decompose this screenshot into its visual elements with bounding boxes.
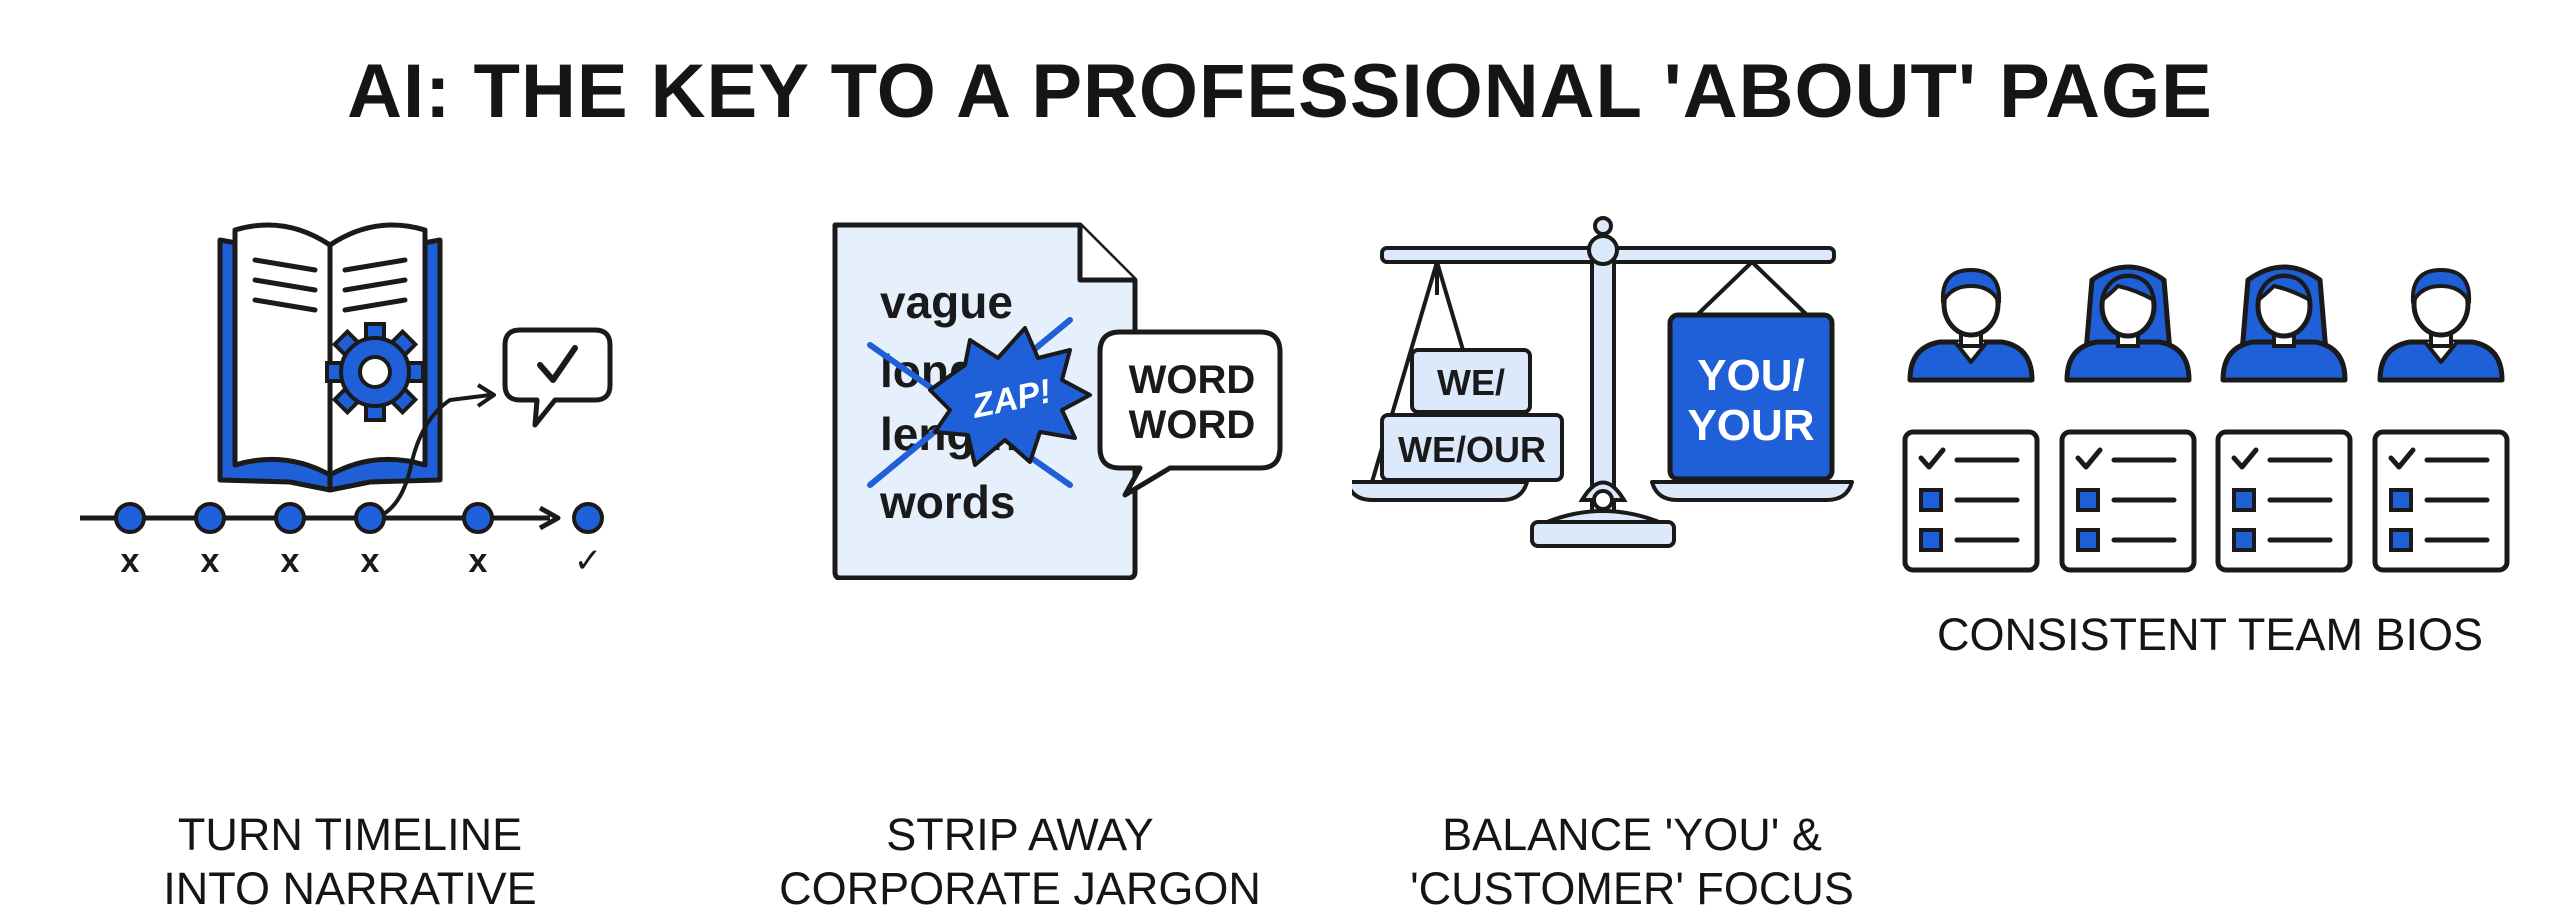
timeline-mark: x [121, 542, 140, 580]
check-bubble-icon [502, 327, 613, 428]
page-title: AI: THE KEY TO A PROFESSIONAL 'ABOUT' PA… [347, 49, 2213, 134]
doc-word: vague [880, 276, 1013, 328]
panel-team-bios: CONSISTENT TEAM BIOS [1900, 200, 2520, 660]
team-member-avatar [1910, 270, 2032, 380]
book-timeline-icon: x x x x x ✓ [80, 222, 613, 580]
bio-card [2062, 432, 2194, 570]
panel-timeline: x x x x x ✓ TURN TIMELINE INTO NARRATIVE [70, 200, 630, 914]
we-our-label: WE/OUR [1398, 429, 1546, 470]
gear-icon [325, 322, 425, 422]
timeline-mark: x [201, 542, 220, 580]
panel-caption: STRIP AWAY CORPORATE JARGON [779, 809, 1261, 914]
doc-word: words [879, 476, 1015, 528]
team-member-avatar [2380, 270, 2502, 380]
document-jargon-icon: vague long length words ZAP! WORD WORD [832, 222, 1283, 580]
timeline-mark: x [281, 542, 300, 580]
panel-caption: BALANCE 'YOU' & 'CUSTOMER' FOCUS [1410, 809, 1854, 914]
your-label: YOUR [1687, 401, 1814, 450]
panel-caption: TURN TIMELINE INTO NARRATIVE [163, 809, 537, 914]
bio-card [2218, 432, 2350, 570]
bubble-word: WORD [1129, 403, 1256, 447]
bio-card [2375, 432, 2507, 570]
panel-caption: CONSISTENT TEAM BIOS [1937, 609, 2483, 660]
bio-card [1905, 432, 2037, 570]
bubble-word: WORD [1129, 358, 1256, 402]
zap-burst-icon: ZAP! [928, 326, 1092, 467]
timeline-mark: ✓ [574, 542, 603, 580]
word-bubble-icon: WORD WORD [1097, 329, 1283, 498]
timeline-mark: x [469, 542, 488, 580]
team-member-avatar [2067, 267, 2189, 380]
panel-balance: WE/ WE/OUR YOU/ YOUR BALANCE 'YOU' & 'CU… [1352, 200, 1912, 914]
panel-jargon: vague long length words ZAP! WORD WORD S… [740, 200, 1300, 914]
timeline-mark: x [361, 542, 380, 580]
balance-scale-icon: WE/ WE/OUR YOU/ YOUR [1352, 216, 1854, 548]
we-label: WE/ [1437, 362, 1505, 403]
you-label: YOU/ [1697, 351, 1805, 400]
team-bios-icon [1900, 200, 2520, 580]
team-member-avatar [2223, 267, 2345, 380]
